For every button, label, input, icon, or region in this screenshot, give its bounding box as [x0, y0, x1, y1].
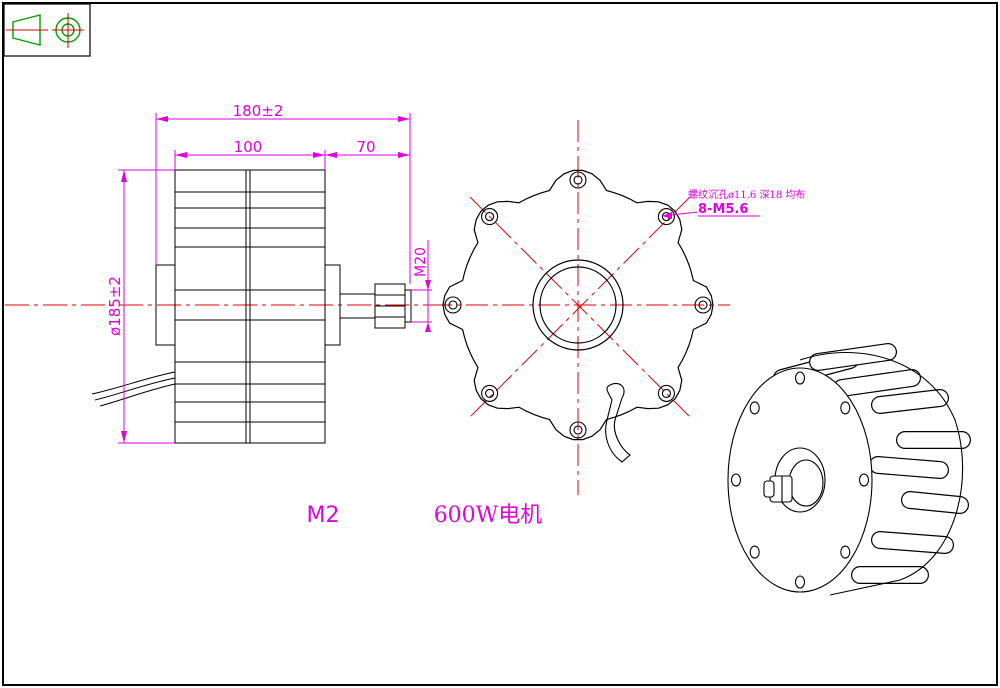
- power-label: 600W电机: [434, 503, 543, 528]
- shaft-nut: [374, 283, 412, 329]
- cooling-rod-fill: [810, 344, 896, 370]
- hole-note-text: 螺纹沉孔ø11.6 深18 均布: [688, 188, 805, 201]
- cooling-rod-fill: [872, 390, 948, 413]
- mounting-hole: [448, 300, 458, 310]
- mounting-hole: [481, 208, 499, 226]
- front-cable: [605, 382, 631, 463]
- iso-mounting-hole: [840, 401, 851, 415]
- mounting-hole: [485, 212, 495, 222]
- iso-mounting-hole: [858, 473, 870, 487]
- cooling-rod-fill: [834, 370, 920, 396]
- dim-shaft-length: 70: [356, 138, 375, 156]
- cooling-rod-fill: [902, 492, 968, 513]
- iso-mounting-hole: [749, 401, 760, 415]
- cooling-rod-fill: [870, 457, 948, 478]
- mounting-hole: [698, 300, 708, 310]
- shaft: [339, 293, 376, 319]
- front-housing-outline: [442, 169, 714, 441]
- iso-mounting-holes: [730, 371, 870, 589]
- mounting-holes: [444, 171, 712, 439]
- hole-note-spec: 8-M5.6: [698, 202, 748, 217]
- cooling-rods: [773, 343, 971, 584]
- dim-housing-length: 100: [234, 138, 263, 156]
- mounting-hole: [569, 171, 587, 189]
- side-view-dimensions: [118, 113, 432, 444]
- mounting-hole: [444, 296, 462, 314]
- mounting-hole: [569, 421, 587, 439]
- dim-diameter: ø185±2: [106, 276, 124, 336]
- iso-mounting-hole: [749, 545, 760, 559]
- cable: [91, 371, 176, 395]
- front-view: [430, 120, 730, 495]
- cooling-rod-fill: [872, 532, 953, 553]
- housing-fins: [175, 191, 325, 423]
- mounting-hole: [661, 388, 671, 398]
- dim-thread: M20: [413, 247, 429, 277]
- dim-overall-length: 180±2: [233, 102, 284, 120]
- isometric-view: [727, 343, 971, 596]
- iso-mounting-hole: [794, 371, 806, 385]
- shaft-bore: [532, 259, 624, 351]
- left-boss: [155, 264, 176, 346]
- mounting-hole: [481, 384, 499, 402]
- mounting-hole: [573, 425, 583, 435]
- iso-mounting-hole: [730, 473, 742, 487]
- mounting-hole: [657, 384, 675, 402]
- mounting-hole: [694, 296, 712, 314]
- model-label: M2: [307, 503, 340, 528]
- mounting-hole: [485, 388, 495, 398]
- first-angle-projection-icon: [3, 3, 91, 57]
- mounting-hole: [657, 208, 675, 226]
- iso-mounting-hole: [840, 545, 851, 559]
- iso-mounting-hole: [794, 575, 806, 589]
- hole-note: [661, 211, 760, 219]
- mounting-hole: [573, 175, 583, 185]
- side-view: [5, 169, 440, 444]
